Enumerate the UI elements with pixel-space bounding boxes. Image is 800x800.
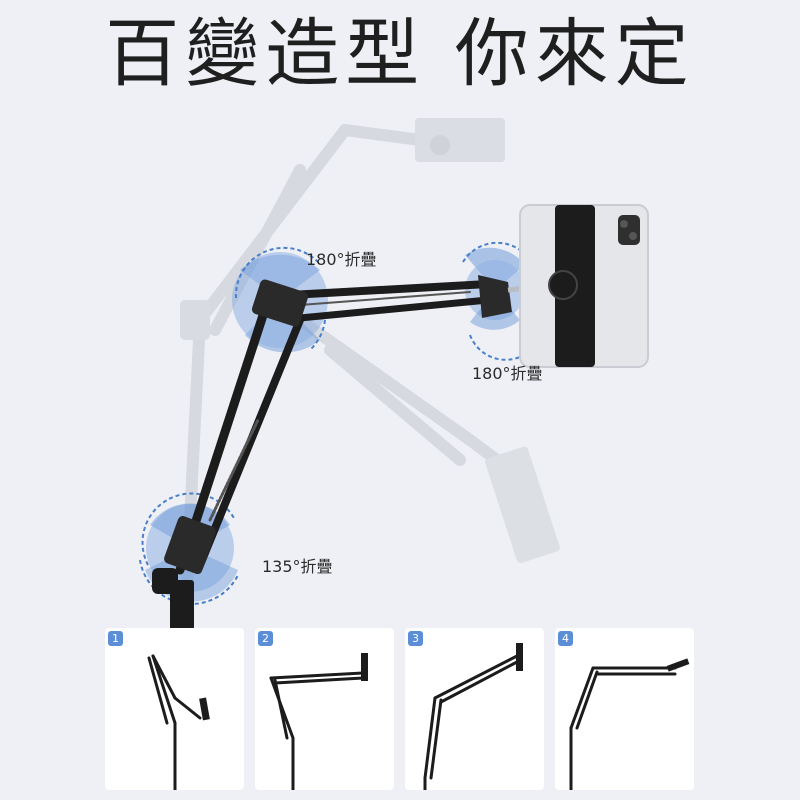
pose-1-illustration [147,654,210,790]
thumbnail-2: 2 [255,628,394,790]
pose-4-illustration [569,658,690,790]
headline-title: 百變造型 你來定 [105,11,695,97]
step-badge-3: 3 [408,631,423,646]
thumbnail-4: 4 [555,628,694,790]
angle-label-upper: 180°折疊 [306,250,377,269]
ghost-tablet-bottom [485,446,560,564]
ghost-arm-lower [294,314,516,476]
angle-label-base: 135°折疊 [262,557,333,576]
ghost-tablet-top [415,118,505,162]
usage-thumbnails: 1 2 3 [0,628,800,800]
step-badge-2: 2 [258,631,273,646]
stand-pole [152,568,194,630]
step-badge-1: 1 [108,631,123,646]
pose-2-illustration [269,653,368,790]
lower-joint [164,516,216,574]
thumbnail-1: 1 [105,628,244,790]
angle-label-head: 180°折疊 [472,364,543,383]
upper-joint [251,279,309,327]
head-joint [478,275,512,318]
step-badge-4: 4 [558,631,573,646]
thumbnail-3: 3 [405,628,544,790]
pose-3-illustration [423,643,523,790]
